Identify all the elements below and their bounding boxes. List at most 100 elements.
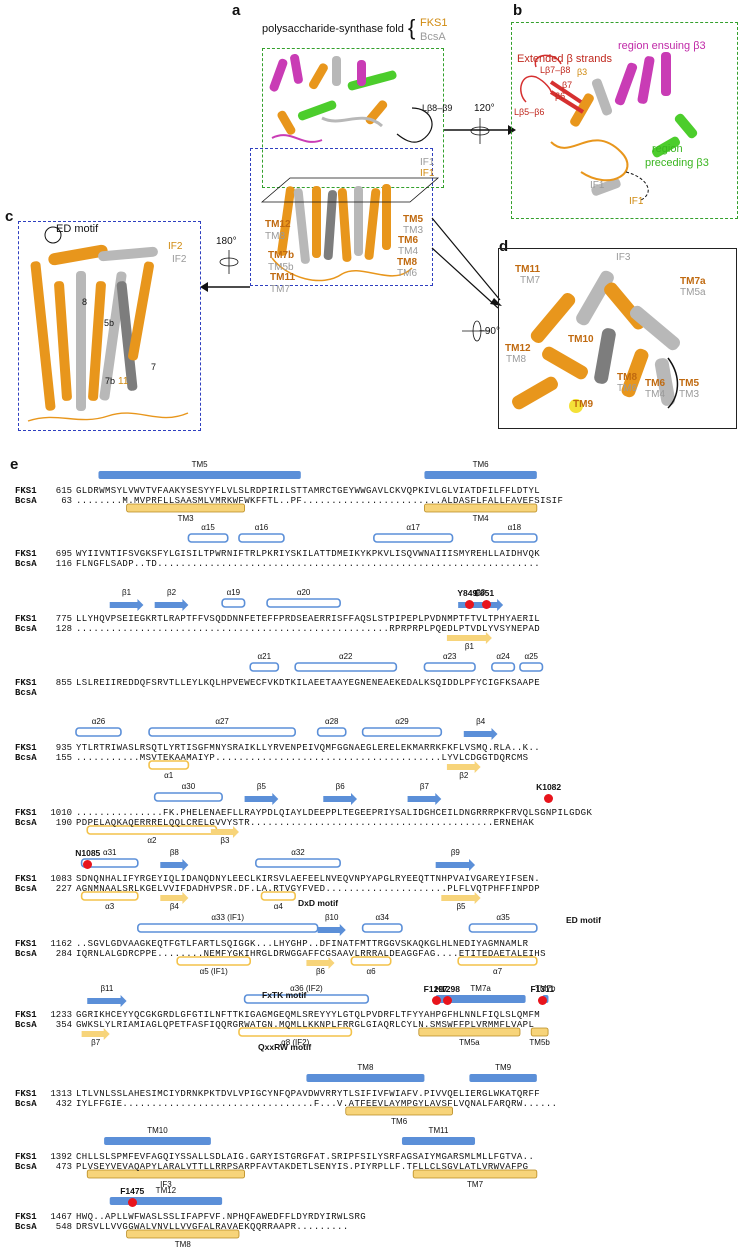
- sequence-name: BcsA: [15, 624, 37, 634]
- bcsa-strand-arrow: [441, 892, 481, 904]
- bcsa-ss-label: β1: [464, 642, 474, 651]
- bcsa-ss-label: TM4: [472, 514, 489, 523]
- bcsa-tm-helix: [86, 1169, 245, 1179]
- bcsa-ss-label: α7: [492, 967, 503, 976]
- sequence-name: BcsA: [15, 559, 37, 569]
- fks1-ss-label: α19: [226, 588, 241, 597]
- fks1-ss-label: TM5: [191, 460, 208, 469]
- sequence-start-number: 128: [55, 624, 72, 634]
- bcsa-legend: BcsA: [420, 31, 446, 43]
- fks1-tm-helix: [306, 1074, 425, 1082]
- sequence-start-number: 615: [55, 486, 72, 496]
- sequence-name: FKS1: [15, 1212, 37, 1222]
- b-loop-56: Lβ5–β6: [514, 107, 545, 117]
- panel-letter-b: b: [513, 2, 523, 19]
- fks1-tm-helix: [109, 1197, 223, 1205]
- fks1-helix: [491, 533, 538, 543]
- sequence-text: GWKSLYLRIAMIAGLQPETFASFIQQRGRWATGN.MQMLL…: [76, 1020, 535, 1030]
- bcsa-ss-label: TM7: [467, 1180, 484, 1189]
- fks1-ss-label: TM7a: [470, 984, 491, 993]
- bcsa-ss-label: α5 (IF1): [199, 967, 228, 976]
- fks1-helix: [491, 662, 516, 672]
- fold-label: polysaccharide-synthase fold: [262, 23, 404, 35]
- key-residue-dot: [431, 996, 441, 1005]
- sequence-start-number: 935: [55, 743, 72, 753]
- c-num-11: 11: [118, 376, 129, 387]
- fks1-strand-arrow: [435, 859, 476, 871]
- sequence-name: FKS1: [15, 808, 37, 818]
- d-tm4-gray: TM4: [645, 389, 665, 400]
- b-loop-78: Lβ7–β8: [540, 65, 571, 75]
- c-num-8: 8: [82, 297, 88, 307]
- fks1-ss-label: α27: [215, 717, 229, 726]
- sequence-start-number: 1392: [50, 1152, 72, 1162]
- fks1-helix: [221, 598, 246, 608]
- sequence-start-number: 116: [55, 559, 72, 569]
- d-tm12: TM12: [505, 343, 531, 354]
- bcsa-ss-label: α8 (IF2): [281, 1038, 310, 1047]
- bcsa-strand-arrow: [160, 892, 189, 904]
- panel-a-blue-box: [250, 148, 433, 286]
- fks1-tm-helix: [435, 995, 526, 1003]
- fks1-ss-label: α26: [91, 717, 106, 726]
- key-residue-dot: [442, 996, 452, 1005]
- sequence-text: YTLRTRIWASLRSQTLYRTISGFMNYSRAIKLLYRVENPE…: [76, 743, 541, 753]
- a-if1-orange: IF1: [420, 168, 435, 179]
- fks1-ss-label: α25: [524, 652, 538, 661]
- sequence-text: ..SGVLGDVAAGKEQTFGTLFARTLSQIGGK...LHYGHP…: [76, 939, 529, 949]
- fks1-helix: [255, 858, 341, 868]
- fks1-ss-label: α22: [338, 652, 353, 661]
- fks1-ss-label: α30: [181, 782, 196, 791]
- sequence-name: FKS1: [15, 874, 37, 884]
- fks1-ss-label: β8: [169, 848, 179, 857]
- a-tm3-gray: TM3: [403, 225, 423, 236]
- d-tm9: TM9: [573, 399, 593, 410]
- a-tm7b-orange: TM7b: [268, 250, 295, 261]
- sequence-text: IQRNLALGDRCPPE........NEMFYGKIHRGLDRWGGA…: [76, 949, 546, 959]
- panel-c-box: [18, 221, 201, 431]
- fks1-ss-label: β5: [256, 782, 266, 791]
- panel-letter-d: d: [499, 238, 509, 255]
- sequence-name: FKS1: [15, 678, 37, 688]
- fks1-ss-label: α34: [375, 913, 390, 922]
- key-residue-label: F1297: [423, 984, 448, 994]
- sequence-text: SDNQNHALIFYRGEYIQLIDANQDNYLEECLKIRSVLAEF…: [76, 874, 541, 884]
- bcsa-ss-label: TM5b: [529, 1038, 550, 1047]
- bcsa-ss-label: TM8: [174, 1240, 191, 1249]
- bcsa-helix: [260, 891, 296, 901]
- sequence-name: BcsA: [15, 1020, 37, 1030]
- key-residue-dot: [465, 600, 475, 609]
- fks1-ss-label: α28: [324, 717, 339, 726]
- fks1-helix: [153, 792, 223, 802]
- sequence-name: BcsA: [15, 818, 37, 828]
- bcsa-tm-helix: [126, 503, 245, 513]
- sequence-text: CHLLSLSPMFEVFAGQIYSSALLSDLAIG.GARYISTGRG…: [76, 1152, 535, 1162]
- sequence-text: ...............FK.PHELENAEFLLRAYPDLQIAYL…: [76, 808, 593, 818]
- key-residue-dot: [482, 600, 492, 609]
- fks1-ss-label: α20: [296, 588, 311, 597]
- key-residue-label: Y849: [457, 588, 478, 598]
- b-beta7: β7: [562, 80, 573, 90]
- a-tm12-orange: TM12: [265, 219, 291, 230]
- c-if2-orange: IF2: [168, 241, 183, 252]
- d-tm5: TM5: [679, 378, 699, 389]
- fks1-ss-label: α23: [442, 652, 457, 661]
- loop-b8-b9-label: Lβ8–β9: [422, 103, 453, 113]
- sequence-name: FKS1: [15, 939, 37, 949]
- bcsa-helix: [176, 956, 252, 966]
- sequence-text: ...........MSVTEKAAMAIYP................…: [76, 753, 529, 763]
- panel-letter-a: a: [232, 2, 241, 19]
- key-residue-label: K1082: [536, 782, 562, 792]
- d-tm8-gray: TM8: [506, 354, 526, 365]
- bcsa-helix: [350, 956, 392, 966]
